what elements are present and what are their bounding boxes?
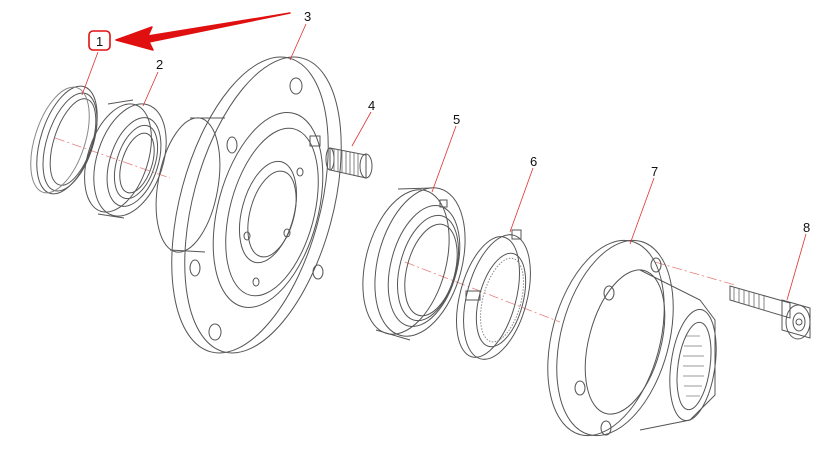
leader-line-1 xyxy=(81,51,99,96)
callout-6[interactable]: 6 xyxy=(530,154,537,169)
callout-2[interactable]: 2 xyxy=(156,57,163,72)
part-5-bearing[interactable] xyxy=(348,178,480,347)
callout-1-highlight-box xyxy=(88,30,111,51)
callout-4[interactable]: 4 xyxy=(368,98,375,113)
leader-line-4 xyxy=(351,111,372,147)
callout-5[interactable]: 5 xyxy=(453,112,460,127)
callout-1[interactable]: 1 xyxy=(96,34,103,49)
part-8-bolt[interactable] xyxy=(730,286,810,339)
part-3-hub-flange[interactable] xyxy=(143,40,370,370)
highlight-arrow xyxy=(115,12,291,51)
leader-line-6 xyxy=(509,167,534,233)
leader-line-8 xyxy=(786,233,807,301)
part-4-stud[interactable] xyxy=(326,148,372,178)
callout-3[interactable]: 3 xyxy=(304,9,311,24)
part-2-bearing[interactable] xyxy=(72,95,179,226)
part-1-seal[interactable] xyxy=(19,79,109,202)
leader-lines xyxy=(81,23,807,301)
callout-labels: 1 2 3 4 5 6 7 8 xyxy=(96,9,810,235)
leader-line-7 xyxy=(629,177,655,245)
leader-line-5 xyxy=(431,125,457,193)
part-7-output-flange[interactable] xyxy=(528,227,723,448)
center-axis xyxy=(54,137,736,323)
callout-8[interactable]: 8 xyxy=(803,220,810,235)
callout-7[interactable]: 7 xyxy=(651,164,658,179)
leader-line-3 xyxy=(289,23,307,61)
part-6-lock-nut[interactable] xyxy=(445,227,543,366)
leader-line-2 xyxy=(142,71,159,107)
